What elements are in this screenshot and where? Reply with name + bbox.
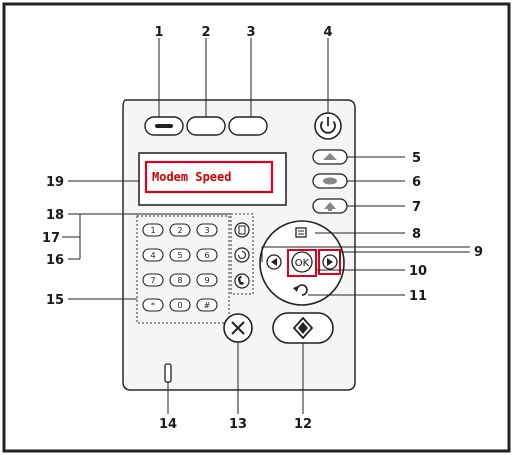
keypad-key-7[interactable]: 7 xyxy=(142,273,164,287)
leader-lines xyxy=(62,38,470,414)
keypad-key-label: 2 xyxy=(177,226,182,235)
keypad-key-1[interactable]: 1 xyxy=(142,223,164,237)
menu-button[interactable] xyxy=(295,227,307,238)
keypad-key-2[interactable]: 2 xyxy=(169,223,191,237)
diamond-start-icon xyxy=(292,316,314,340)
start-button[interactable] xyxy=(272,312,334,344)
eco-icon xyxy=(323,177,337,185)
keypad-key-4[interactable]: 4 xyxy=(142,248,164,262)
ok-label: OK xyxy=(295,258,310,269)
callout-6: 6 xyxy=(412,175,421,190)
button-6[interactable] xyxy=(312,173,348,189)
scan-icon xyxy=(323,153,337,160)
numeric-keypad: 1 2 3 4 5 6 7 8 9 * 0 # xyxy=(142,223,218,312)
id-copy-icon xyxy=(324,202,336,211)
power-button[interactable] xyxy=(314,112,342,140)
callout-17: 17 xyxy=(42,231,60,246)
callout-16: 16 xyxy=(46,253,64,268)
keypad-key-3[interactable]: 3 xyxy=(196,223,218,237)
keypad-key-label: 0 xyxy=(177,301,182,310)
callout-19: 19 xyxy=(46,175,64,190)
ok-button[interactable]: OK xyxy=(291,251,313,273)
keypad-key-9[interactable]: 9 xyxy=(196,273,218,287)
callout-9: 9 xyxy=(474,245,483,260)
keypad-key-label: # xyxy=(204,301,211,310)
callout-3: 3 xyxy=(246,25,255,40)
ok-highlight-box xyxy=(287,249,317,277)
keypad-key-label: 8 xyxy=(177,276,182,285)
keypad-key-star[interactable]: * xyxy=(142,298,164,312)
back-button[interactable] xyxy=(293,284,308,296)
address-book-button[interactable] xyxy=(234,222,250,238)
keypad-key-label: 5 xyxy=(177,251,182,260)
callout-15: 15 xyxy=(46,293,64,308)
button-2[interactable] xyxy=(186,116,226,136)
address-book-icon xyxy=(238,225,246,235)
phone-handset-icon xyxy=(238,275,244,285)
display-highlight-box xyxy=(144,160,274,194)
callout-4: 4 xyxy=(323,25,332,40)
power-icon xyxy=(320,117,336,134)
right-arrow-button[interactable] xyxy=(322,254,338,270)
keypad-key-label: 1 xyxy=(150,226,155,235)
keypad-key-0[interactable]: 0 xyxy=(169,298,191,312)
keypad-key-label: 7 xyxy=(150,276,155,285)
callout-2: 2 xyxy=(201,25,210,40)
keypad-key-label: 6 xyxy=(204,251,209,260)
callout-12: 12 xyxy=(294,417,312,432)
callout-13: 13 xyxy=(229,417,247,432)
on-hook-dial-button[interactable] xyxy=(234,273,250,289)
fax-keys-group-outline xyxy=(230,213,254,295)
callout-5: 5 xyxy=(412,151,421,166)
keypad-key-hash[interactable]: # xyxy=(196,298,218,312)
callout-1: 1 xyxy=(154,25,163,40)
keypad-key-5[interactable]: 5 xyxy=(169,248,191,262)
button-1-indicator xyxy=(155,124,173,128)
callout-18: 18 xyxy=(46,208,64,223)
callout-11: 11 xyxy=(409,289,427,304)
callout-14: 14 xyxy=(159,417,177,432)
stop-button[interactable] xyxy=(223,313,253,343)
left-arrow-button[interactable] xyxy=(266,254,282,270)
keypad-key-label: 9 xyxy=(204,276,209,285)
redial-icon xyxy=(237,250,247,260)
keypad-key-8[interactable]: 8 xyxy=(169,273,191,287)
left-arrow-icon xyxy=(271,258,277,266)
keypad-key-label: * xyxy=(151,301,155,310)
keypad-key-label: 3 xyxy=(204,226,209,235)
callout-8: 8 xyxy=(412,227,421,242)
callout-7: 7 xyxy=(412,200,421,215)
x-stop-icon xyxy=(231,321,245,335)
right-arrow-icon xyxy=(327,258,333,266)
redial-button[interactable] xyxy=(234,247,250,263)
button-3[interactable] xyxy=(228,116,268,136)
back-arrow-icon xyxy=(296,284,308,296)
keypad-key-label: 4 xyxy=(150,251,155,260)
callout-10: 10 xyxy=(409,264,427,279)
keypad-key-6[interactable]: 6 xyxy=(196,248,218,262)
button-5[interactable] xyxy=(312,149,348,165)
button-7[interactable] xyxy=(312,198,348,214)
keypad-group-outline xyxy=(136,215,230,324)
display-text: Modem Speed xyxy=(152,170,231,184)
usb-slot xyxy=(164,363,172,383)
